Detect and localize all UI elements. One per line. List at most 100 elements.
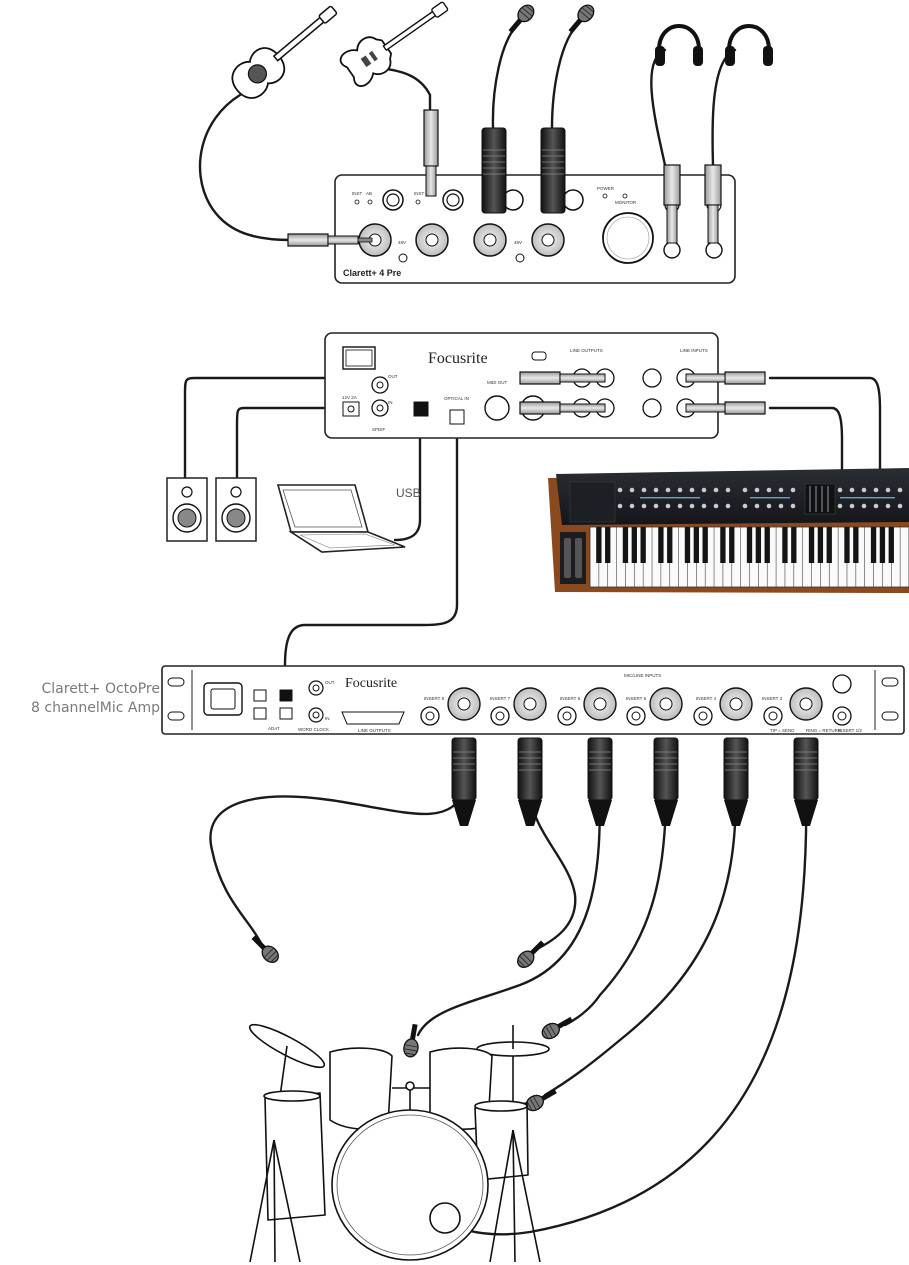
octopre-xlr-plug-boot	[724, 800, 748, 826]
octopre-combo-input	[719, 687, 753, 721]
black-key	[817, 527, 824, 563]
rear-spdif-label: SPDIF	[372, 427, 386, 432]
black-key	[622, 527, 629, 563]
octopre-insert-jack-hole	[562, 711, 572, 721]
headphone-cable-1	[650, 48, 667, 167]
acoustic-guitar-cable	[198, 93, 292, 242]
octopre-mic-inputs-label: MIC/LINE INPUTS	[624, 673, 661, 678]
octopre-combo-input	[513, 687, 547, 721]
power-switch	[342, 346, 376, 370]
octopre-combo-inner	[523, 697, 537, 711]
monitor-label: MONITOR	[615, 200, 637, 205]
octopre-xlr-plug-boot	[588, 800, 612, 826]
octopre-insert5-label: INSERT 5	[626, 696, 647, 701]
combo-input-1	[358, 223, 392, 257]
usb-port	[413, 401, 429, 417]
octopre-cable-6	[458, 788, 808, 1236]
black-key	[640, 527, 646, 563]
power-label: POWER	[597, 186, 615, 191]
black-key	[826, 527, 832, 563]
monitor-speaker-right	[215, 477, 257, 542]
octopre-xlr-plug-boot	[794, 800, 818, 826]
black-key	[631, 527, 637, 563]
optical-cable	[283, 423, 459, 667]
midi-port	[484, 395, 510, 421]
acoustic-guitar	[231, 5, 338, 99]
clarett-plugs	[287, 109, 722, 247]
ab-label: AB	[366, 191, 372, 196]
octopre-combo-inner	[659, 697, 673, 711]
octopre-xlr-plug-boot	[654, 800, 678, 826]
microphone-top-1	[508, 4, 535, 34]
octopre-insert-jack-hole	[495, 711, 505, 721]
black-key	[764, 527, 770, 563]
black-key	[596, 527, 602, 563]
black-key	[888, 527, 894, 563]
combo-input-2	[415, 223, 449, 257]
black-key	[729, 527, 735, 563]
rear-line-outputs-label: LINE OUTPUTS	[570, 348, 603, 353]
gain-knob-4	[562, 189, 584, 211]
rear-in-label: IN	[388, 400, 393, 405]
rear-out-label: OUT	[388, 374, 398, 379]
microphone-top-2	[568, 4, 595, 34]
xlr-plug-2	[540, 127, 566, 214]
octopre-cable-4	[563, 788, 668, 1027]
octopre-insert-jack-hole	[768, 711, 778, 721]
48v-label-2: 48V	[514, 240, 522, 245]
octopre-xlr-plug-boot	[518, 800, 542, 826]
synthesizer-keyboard	[548, 468, 909, 593]
black-key	[808, 527, 815, 563]
octopre-combo-input	[583, 687, 617, 721]
speaker-cable-2	[235, 406, 642, 482]
rear-brand: Focusrite	[428, 350, 488, 367]
clarett-model-label: Clarett+ 4 Pre	[343, 268, 401, 278]
octopre-combo-input	[789, 687, 823, 721]
headphone-output-1	[663, 241, 681, 259]
octopre-tip-send-label: TIP = SEND	[770, 728, 795, 733]
octopre-insert-jack-hole	[631, 711, 641, 721]
octopre-word-clock-label: WORD CLOCK	[298, 727, 329, 732]
rear-panel-plugs	[519, 371, 766, 415]
black-key	[667, 527, 673, 563]
octopre-insert-jack-hole	[698, 711, 708, 721]
octopre-xlr-plug-body	[793, 737, 819, 801]
octopre-combo-inner	[799, 697, 813, 711]
octopre-insert4-label: INSERT 4	[696, 696, 717, 701]
electric-guitar	[339, 1, 449, 87]
octopre-insert3-label: INSERT 3	[762, 696, 783, 701]
laptop	[276, 484, 406, 553]
octopre-ring-return-label: RING = RETURN	[806, 728, 841, 733]
usb-label: USB	[396, 486, 421, 500]
octopre-xlr-plug-body	[451, 737, 477, 801]
rear-optical-in-label: OPTICAL IN	[444, 396, 469, 401]
usb-cable	[393, 413, 422, 542]
48v-label-1: 48V	[398, 240, 406, 245]
octopre-insert-jack	[832, 674, 852, 694]
black-key	[791, 527, 797, 563]
octopre-xlr-plug-body	[723, 737, 749, 801]
microphone-low-2	[517, 940, 545, 968]
black-key	[755, 527, 762, 563]
inst-label-1: INST	[352, 191, 363, 196]
octopre-insert-jack-hole	[837, 711, 847, 721]
rear-midi-out-label: MIDI OUT	[487, 380, 507, 385]
black-key	[720, 527, 726, 563]
headphones-1	[655, 24, 703, 66]
monitor-knob	[602, 212, 654, 264]
black-key	[702, 527, 708, 563]
octopre-insert6-label: INSERT 6	[560, 696, 581, 701]
octopre-line-outputs-label: LINE OUTPUTS	[358, 728, 391, 733]
headphone-output-2	[705, 241, 723, 259]
octopre-wc-out-label: OUT	[325, 680, 335, 685]
octopre-cable-3	[416, 788, 602, 1037]
microphone-drum-3	[525, 1088, 557, 1112]
rear-line-inputs-label: LINE INPUTS	[680, 348, 708, 353]
octopre-xlr-plug-body	[653, 737, 679, 801]
black-key	[746, 527, 753, 563]
mic-cable-2	[550, 20, 582, 130]
inst-label-2: INST	[414, 191, 425, 196]
octopre-cable-5	[543, 788, 738, 1097]
octopre-insert7-label: INSERT 7	[490, 696, 511, 701]
